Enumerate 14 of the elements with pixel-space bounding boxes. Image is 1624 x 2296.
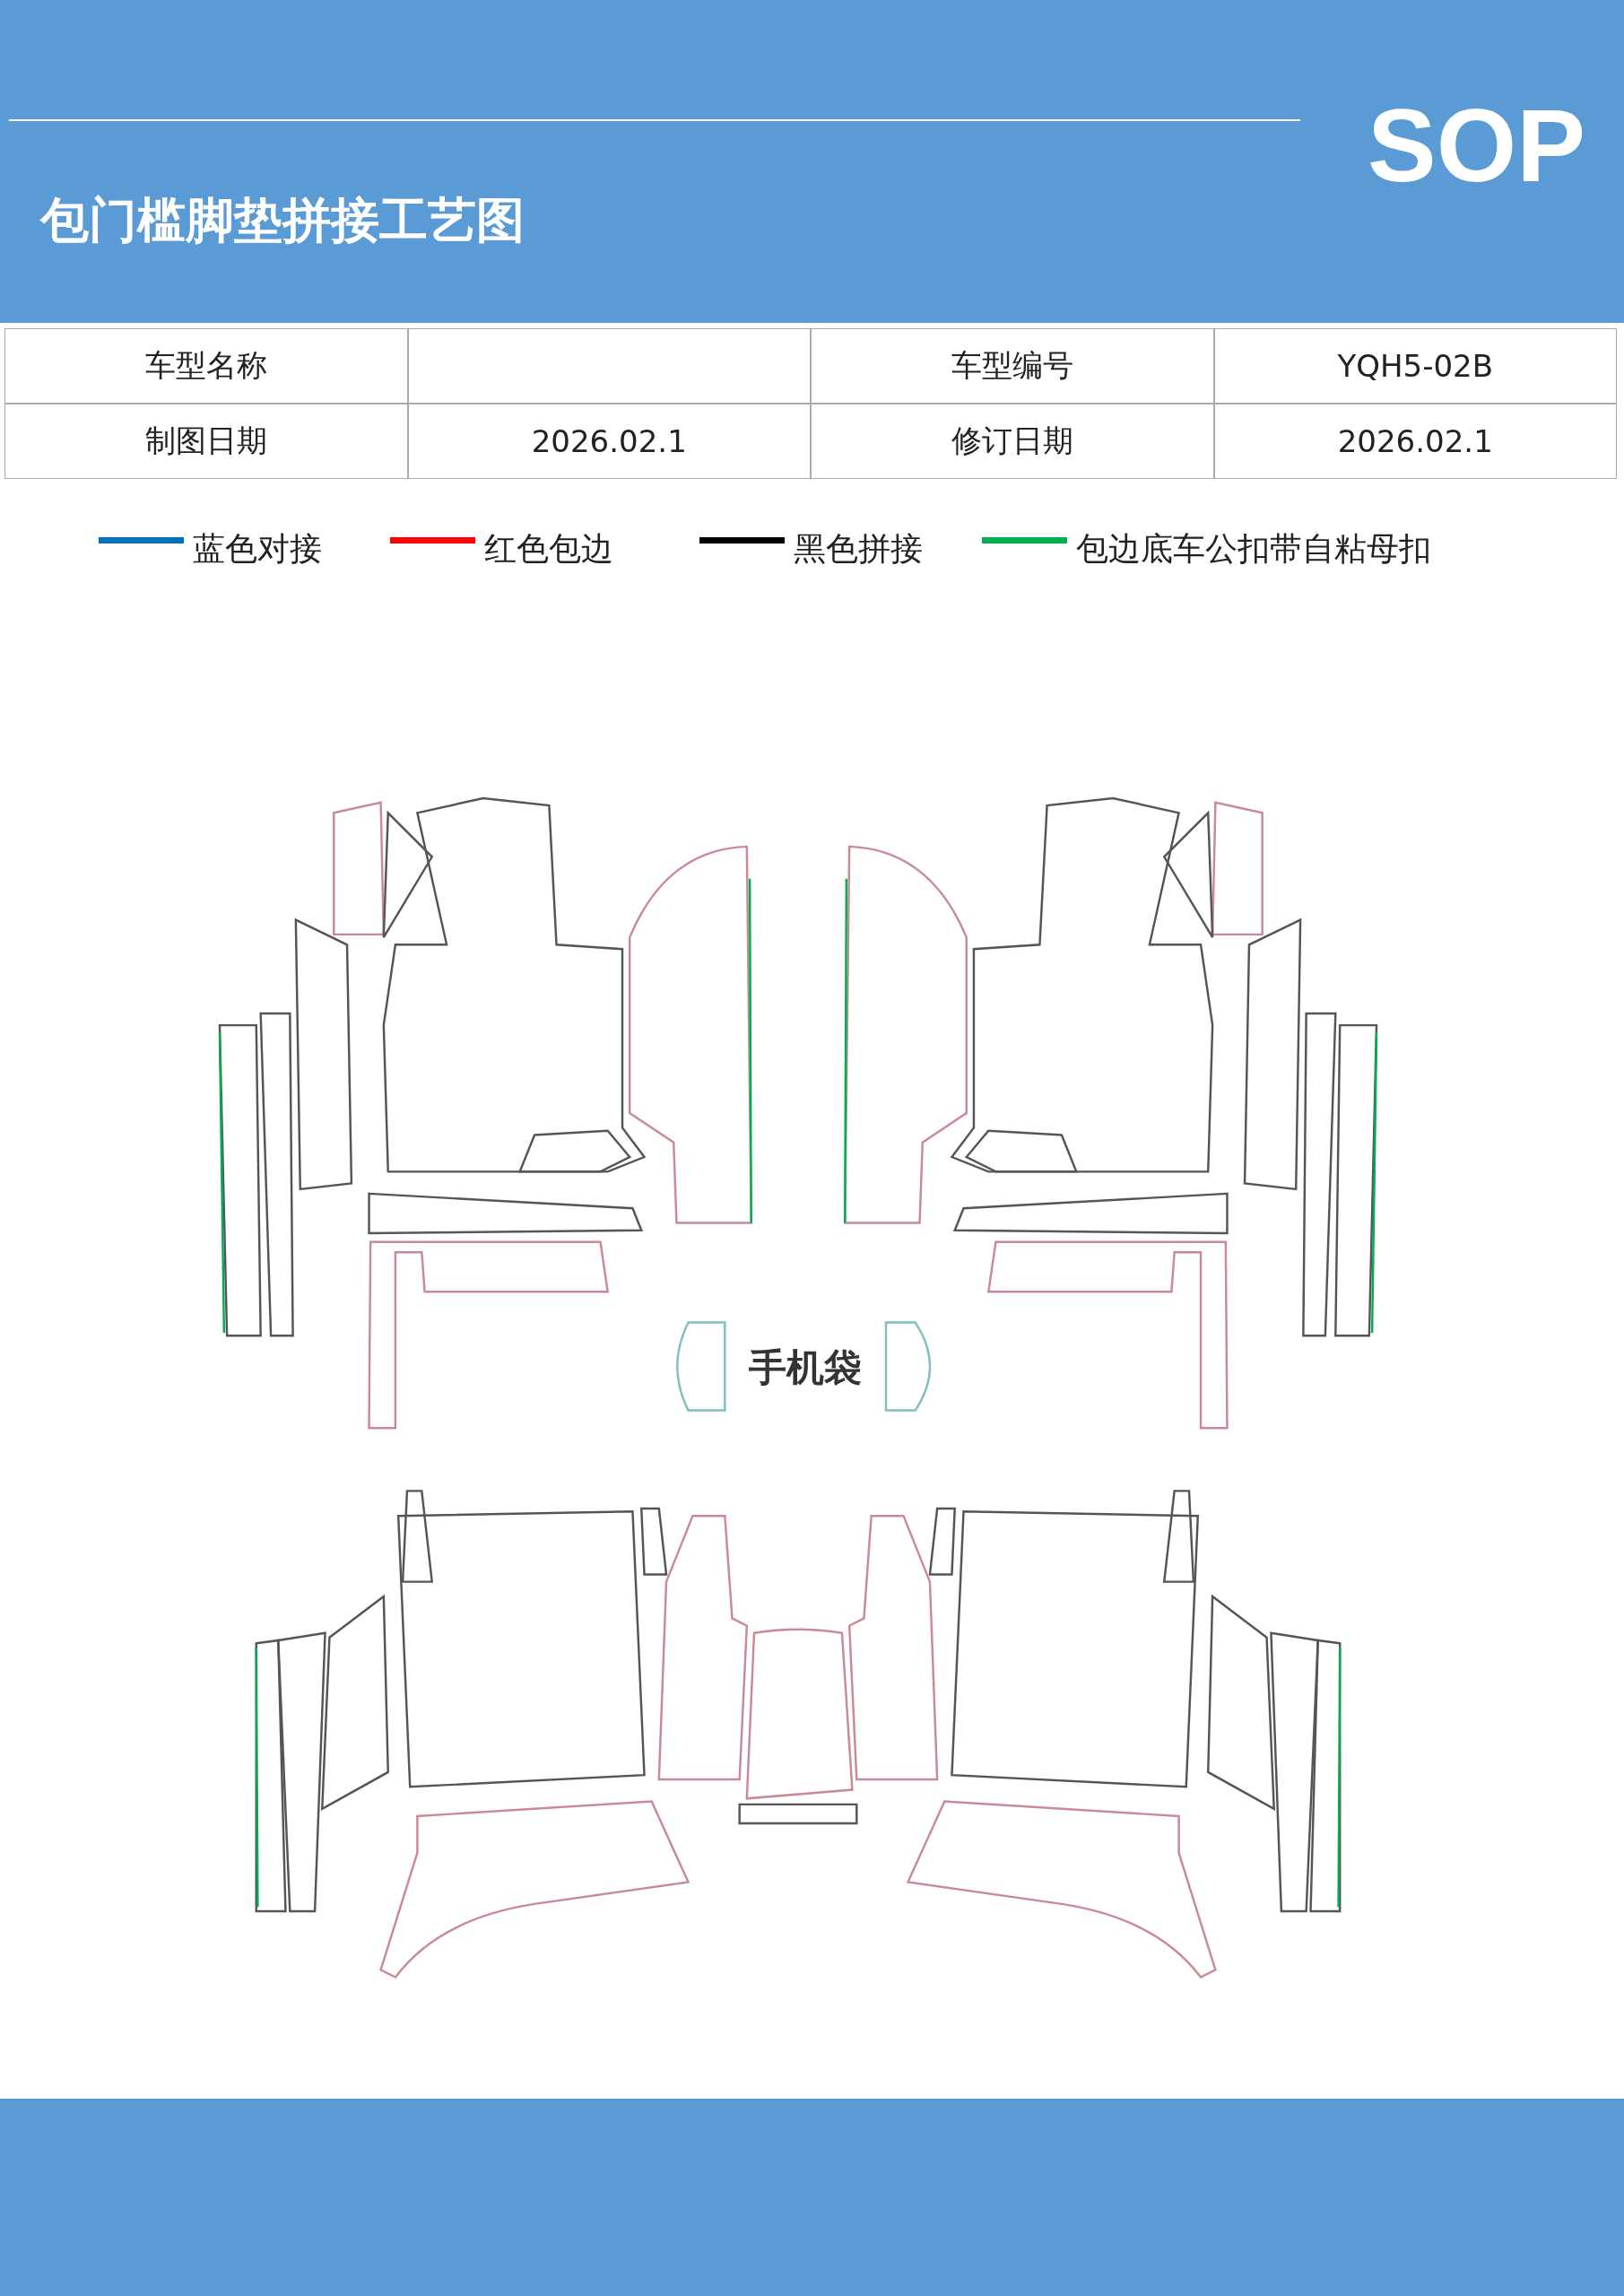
- legend-label: 黑色拼接: [794, 529, 923, 569]
- table-cell: 车型名称: [4, 328, 408, 404]
- table-cell: 2026.02.1: [1213, 404, 1617, 479]
- table-cell: 修订日期: [811, 404, 1214, 479]
- title: 包门槛脚垫拼接工艺图: [40, 191, 525, 250]
- table-cell: 制图日期: [4, 404, 408, 479]
- legend-label: 红色包边: [484, 529, 613, 569]
- table-cell: YQH5-02B: [1213, 328, 1617, 404]
- pocket-label: 手机袋: [749, 1344, 862, 1391]
- table-cell: 车型编号: [811, 328, 1214, 404]
- legend-label: 包边底车公扣带自粘母扣: [1076, 529, 1431, 569]
- table-cell: 2026.02.1: [407, 404, 811, 479]
- legend-label: 蓝色对接: [193, 529, 322, 569]
- document-code: SOP: [1368, 94, 1585, 197]
